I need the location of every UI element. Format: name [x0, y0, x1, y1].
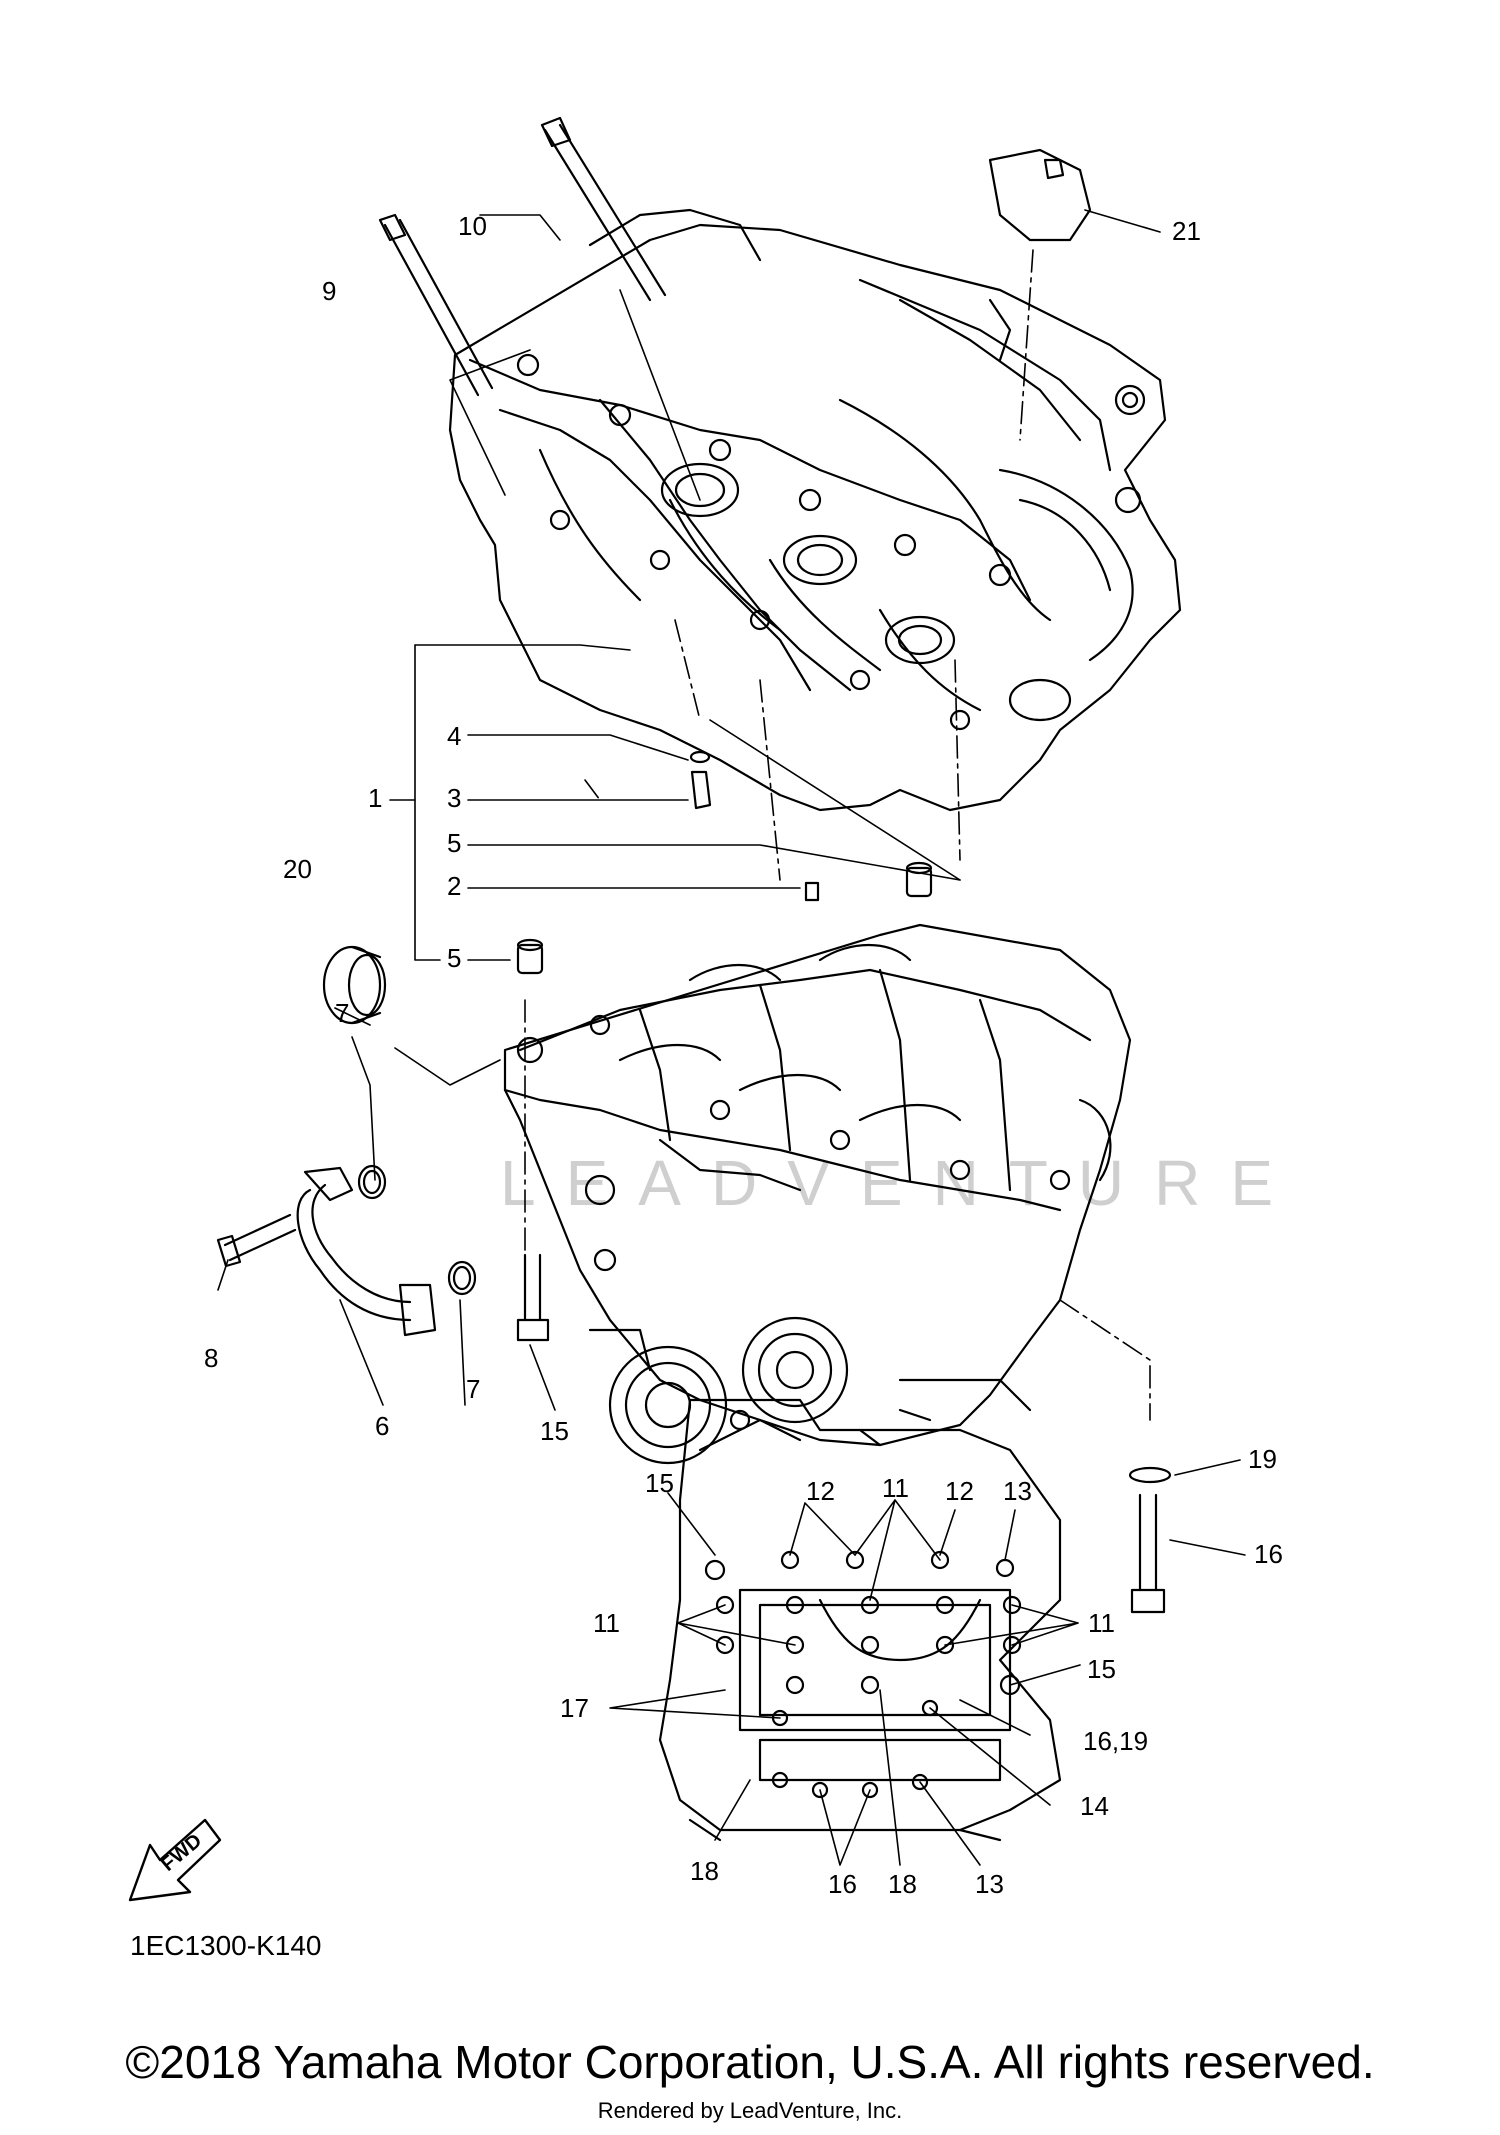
bottom-callout-13b: 13 [975, 1869, 1004, 1899]
bottom-callout-18b: 18 [888, 1869, 917, 1899]
bottom-callout-11r: 11 [1088, 1608, 1115, 1638]
callout-6: 6 [375, 1411, 389, 1441]
callout-19: 19 [1248, 1444, 1277, 1474]
fwd-arrow-icon: FWD [128, 1818, 222, 1902]
lower-crankcase [503, 923, 1132, 1465]
dowel-pins [516, 750, 933, 975]
callout-4: 4 [447, 721, 461, 751]
callout-8: 8 [204, 1343, 218, 1373]
callout-21: 21 [1172, 216, 1201, 246]
copyright-notice: ©2018 Yamaha Motor Corporation, U.S.A. A… [125, 2036, 1375, 2088]
callout-9: 9 [322, 276, 336, 306]
leader-lines [217, 209, 1246, 1866]
bottom-callout-15: 15 [645, 1468, 674, 1498]
part-code: 1EC1300-K140 [130, 1930, 321, 1961]
callout-5a: 5 [447, 828, 461, 858]
fwd-label: FWD [157, 1830, 206, 1876]
bottom-callout-17: 17 [560, 1693, 589, 1723]
crankcase-diagram: LEADVENTURE [128, 116, 1303, 1961]
rendered-by-note: Rendered by LeadVenture, Inc. [597, 2098, 903, 2123]
bottom-callout-16: 16 [828, 1869, 857, 1899]
bottom-callout-12a: 12 [806, 1476, 835, 1506]
crankcase-bottom-view [658, 1398, 1062, 1842]
oil-pipe-assembly [216, 1164, 1172, 1614]
callout-3: 3 [447, 783, 461, 813]
callout-16a: 16 [1254, 1539, 1283, 1569]
callout-2: 2 [447, 871, 461, 901]
bottom-callout-11a: 11 [882, 1473, 909, 1503]
callout-10: 10 [458, 211, 487, 241]
watermark: LEADVENTURE [500, 1147, 1303, 1219]
callout-5b: 5 [447, 943, 461, 973]
callout-7a: 7 [335, 998, 349, 1028]
callout-7b: 7 [466, 1374, 480, 1404]
bottom-callout-18a: 18 [690, 1856, 719, 1886]
bottom-callout-15r: 15 [1087, 1654, 1116, 1684]
part-21-cover [988, 148, 1092, 242]
alignment-lines [524, 249, 1151, 1421]
bottom-callout-14: 14 [1080, 1791, 1109, 1821]
stud-bolts [378, 116, 667, 397]
callout-1: 1 [368, 783, 382, 813]
callout-15a: 15 [540, 1416, 569, 1446]
callout-20: 20 [283, 854, 312, 884]
upper-crankcase [448, 208, 1182, 812]
bottom-callout-13a: 13 [1003, 1476, 1032, 1506]
bottom-callout-12b: 12 [945, 1476, 974, 1506]
bottom-callout-16-19: 16,19 [1083, 1726, 1148, 1756]
part-20-plug [322, 945, 387, 1025]
bottom-callout-11l: 11 [593, 1608, 620, 1638]
